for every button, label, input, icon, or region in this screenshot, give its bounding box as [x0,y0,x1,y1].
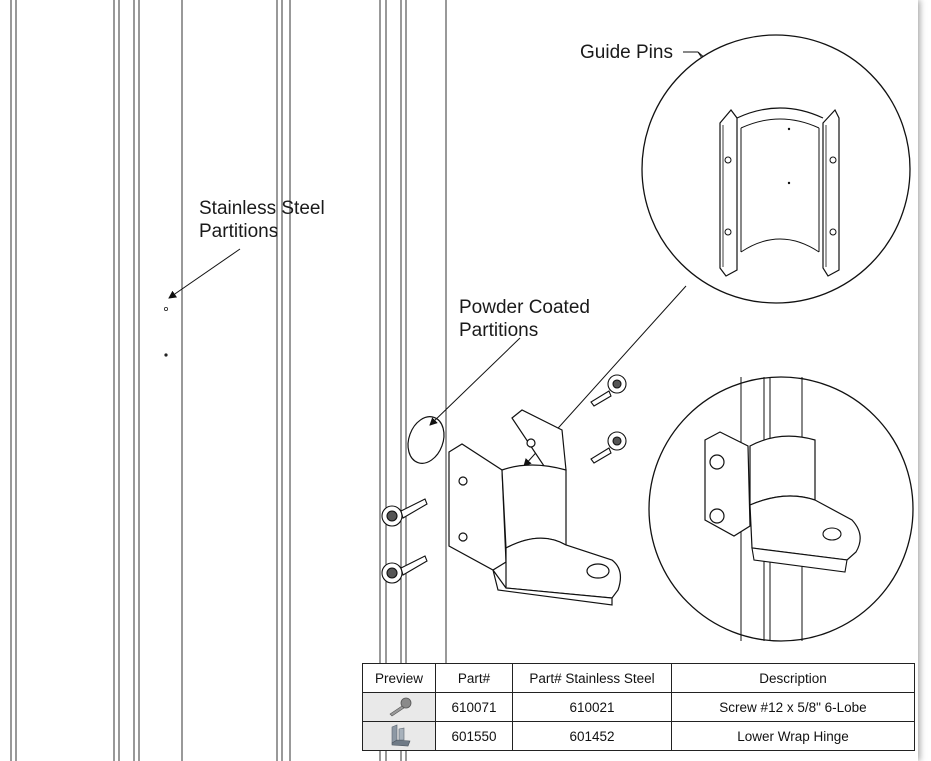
hinge-thumbnail-icon [391,724,411,747]
header-part: Part# [435,663,513,693]
preview-cell [362,692,436,722]
stainless-leader-line [168,248,241,299]
lower-wrap-hinge-drawing [448,409,622,606]
table-header-row: Preview Part# Part# Stainless Steel Desc… [362,663,915,693]
powder-coated-leader [429,337,521,426]
partition-panel-lines [10,0,447,761]
table-row: 610071 610021 Screw #12 x 5/8" 6-Lobe [362,692,915,722]
powder-coated-label-line1: Powder Coated [459,297,590,318]
parts-table: Preview Part# Part# Stainless Steel Desc… [362,663,915,751]
pin-hole-dot [163,306,168,311]
guide-pins-detail-circle [641,34,911,304]
installed-hinge-detail-circle [648,376,914,642]
powder-coated-label: Powder Coated Partitions [459,296,590,342]
preview-cell [362,721,436,751]
screw-thumbnail-icon [389,697,412,717]
powder-coated-label-line2: Partitions [459,320,539,341]
powder-coated-hole [407,416,445,464]
stainless-steel-label-line2: Partitions [199,221,279,242]
stainless-steel-label: Stainless Steel Partitions [199,197,325,243]
part-cell: 610071 [435,692,513,722]
guide-pins-label: Guide Pins [580,42,673,63]
stainless-steel-label-line1: Stainless Steel [199,198,325,219]
screw-drawing [381,374,627,584]
part-stainless-cell: 601452 [512,721,672,751]
header-part-stainless: Part# Stainless Steel [512,663,672,693]
part-cell: 601550 [435,721,513,751]
description-cell: Screw #12 x 5/8" 6-Lobe [671,692,915,722]
table-row: 601550 601452 Lower Wrap Hinge [362,721,915,751]
header-preview: Preview [362,663,436,693]
part-stainless-cell: 610021 [512,692,672,722]
pin-hole-dot [164,353,168,357]
description-cell: Lower Wrap Hinge [671,721,915,751]
header-description: Description [671,663,915,693]
